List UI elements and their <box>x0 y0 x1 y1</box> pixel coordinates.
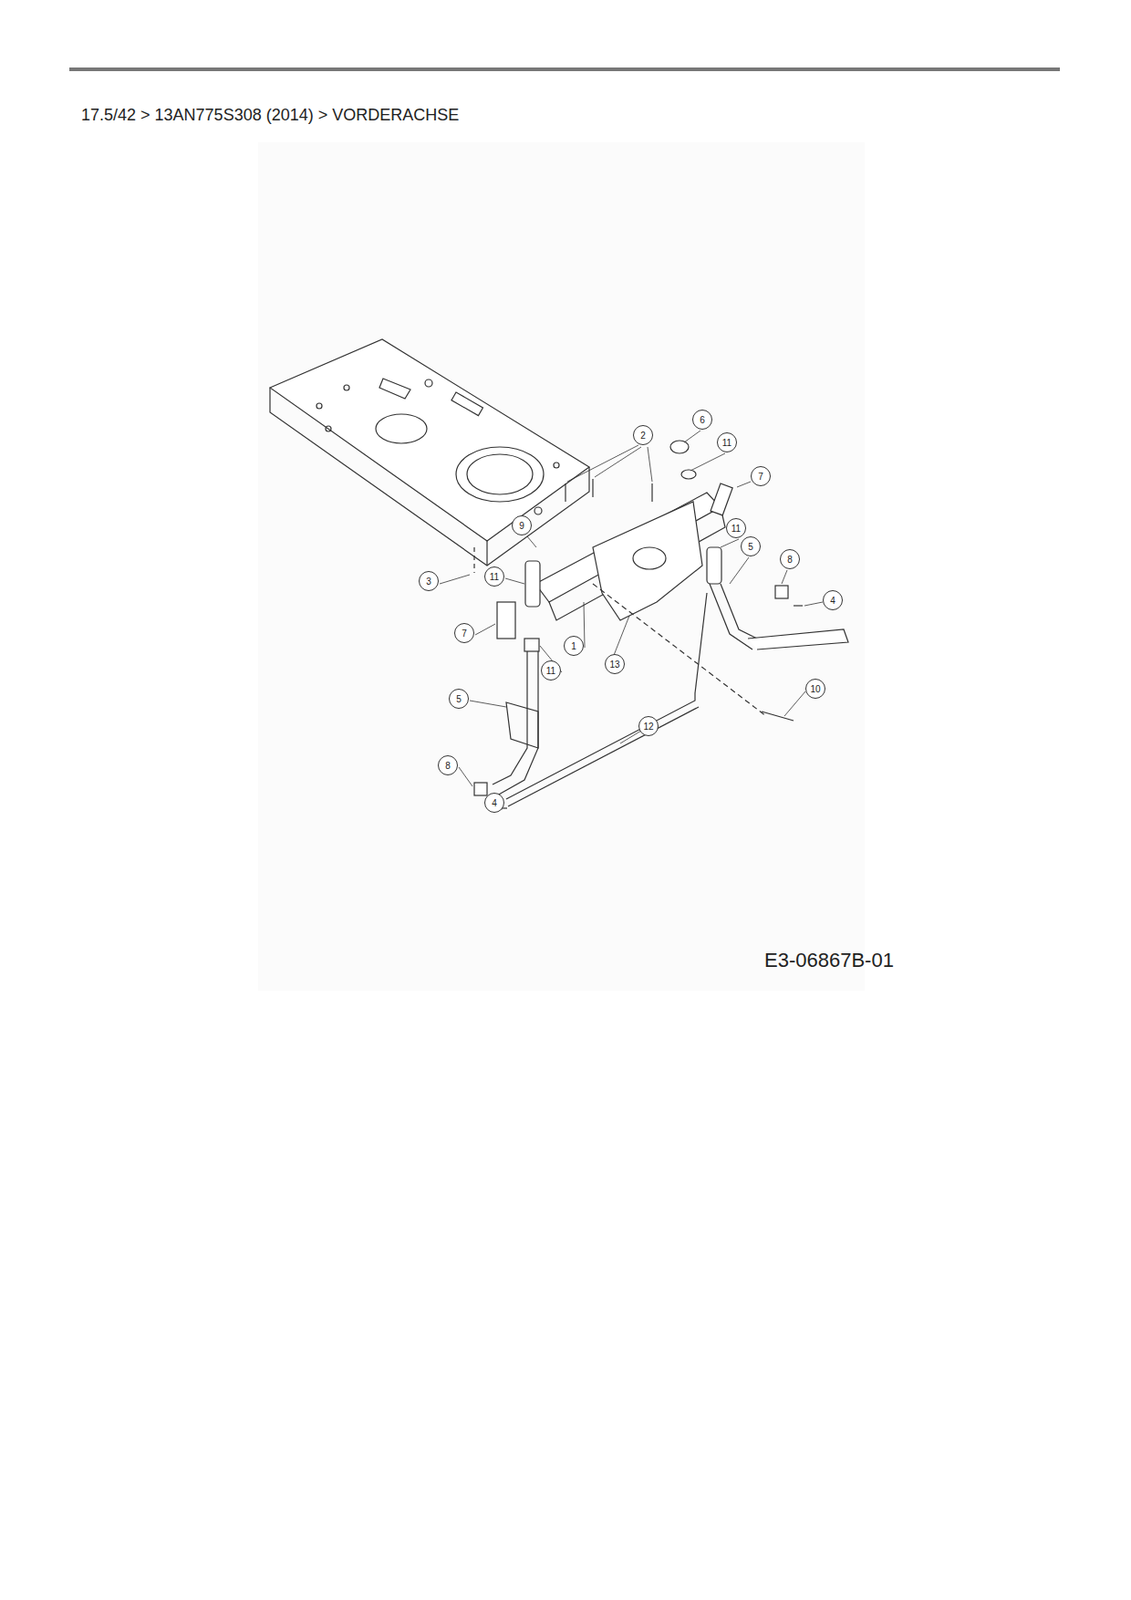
callout-number: 5 <box>448 688 469 709</box>
callout-number: 5 <box>740 536 761 557</box>
callout-number: 12 <box>638 715 659 737</box>
leader-lines <box>439 430 823 810</box>
callout-number: 8 <box>779 549 800 570</box>
callout-number: 13 <box>604 653 625 675</box>
callout-number: 6 <box>692 409 713 430</box>
top-rule <box>69 67 1060 72</box>
callout-number: 4 <box>484 792 505 813</box>
callout-number: 11 <box>484 566 505 587</box>
callout-number: 7 <box>454 622 475 644</box>
callout-number: 11 <box>716 432 737 453</box>
callout-number: 11 <box>540 660 561 681</box>
frame-drawing <box>269 339 849 809</box>
illustration-ground <box>258 142 865 991</box>
callout-number: 8 <box>437 755 458 776</box>
callout-number: 1 <box>563 635 584 656</box>
page-title: 17.5/42 > 13AN775S308 (2014) > VORDERACH… <box>81 105 459 125</box>
callout-number: 9 <box>511 515 532 536</box>
drawing-number: E3-06867B-01 <box>764 948 894 973</box>
callout-number: 3 <box>418 570 439 592</box>
callout-number: 11 <box>726 518 747 539</box>
callout-number: 2 <box>632 425 654 446</box>
callout-number: 10 <box>805 678 826 699</box>
callout-number: 7 <box>750 466 771 487</box>
callout-number: 4 <box>822 590 843 611</box>
